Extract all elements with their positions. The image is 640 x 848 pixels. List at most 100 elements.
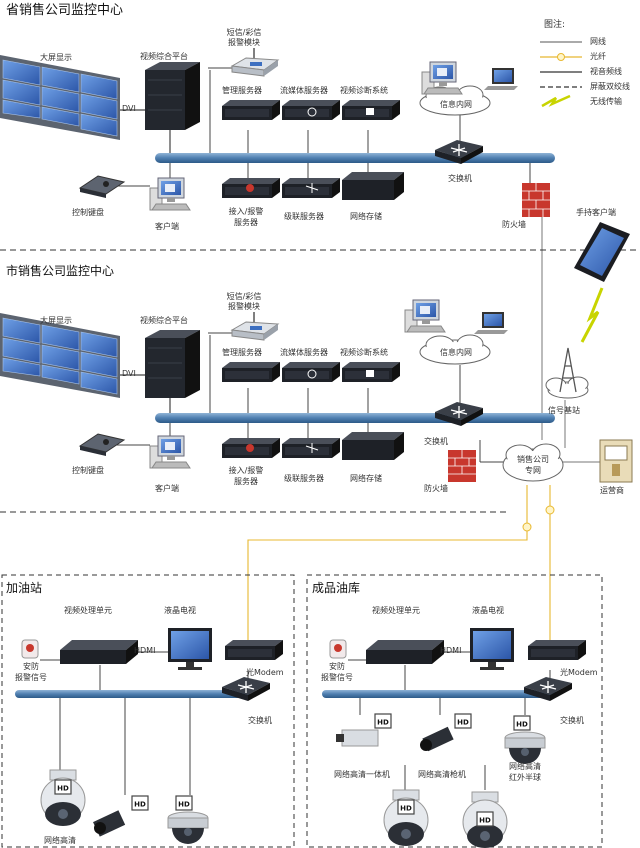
province-storage-label: 网络存储 (350, 212, 382, 221)
depot-ptz-camera-2 (462, 791, 508, 848)
province-client-label: 客户端 (155, 222, 179, 231)
legend-title: 图注: (544, 20, 566, 30)
province-mgmt-server (222, 100, 280, 120)
mobile-phone (574, 222, 630, 282)
legend-item-wireless: 无线传输 (590, 97, 622, 106)
province-stream-label: 流媒体服务器 (280, 86, 328, 95)
depot-dome-camera (504, 715, 546, 765)
city-switch-label: 交换机 (424, 437, 448, 446)
province-cascade-server (282, 178, 340, 198)
operator-label: 运营商 (600, 486, 624, 495)
oil-depot-title: 成品油库 (312, 581, 361, 595)
gas-station-title: 加油站 (6, 581, 43, 595)
depot-video-unit-label: 视频处理单元 (372, 606, 420, 615)
province-diag-label: 视频诊断系统 (340, 86, 388, 95)
city-cascade-label: 级联服务器 (284, 474, 324, 483)
gas-lcd-tv (168, 628, 212, 670)
province-stream-server (282, 100, 340, 120)
city-access-server (222, 438, 280, 458)
depot-box-camera (336, 713, 392, 747)
province-diag-server (342, 100, 400, 120)
city-info-pc (404, 299, 446, 333)
province-dvi-label: DVI (122, 104, 136, 113)
gas-modem-label: 光Modem (246, 668, 284, 677)
city-stream-server (282, 362, 340, 382)
province-firewall-label: 防火墙 (502, 220, 526, 229)
province-access-label-1: 接入/报警 (228, 207, 264, 216)
province-info-laptop (484, 68, 518, 90)
depot-box-camera-label: 网络高清一体机 (334, 770, 390, 779)
city-storage-label: 网络存储 (350, 474, 382, 483)
city-keyboard-label: 控制键盘 (72, 466, 104, 475)
province-cascade-label: 级联服务器 (284, 212, 324, 221)
legend-item-stp: 屏蔽双绞线 (590, 82, 630, 91)
province-switch-label: 交换机 (448, 174, 472, 183)
private-net-cloud (502, 443, 564, 482)
private-net-label-1: 销售公司 (517, 455, 549, 464)
private-net-label-2: 专网 (525, 466, 541, 475)
gas-gun-camera (93, 795, 149, 837)
city-access-label-1: 接入/报警 (228, 466, 264, 475)
city-video-wall (0, 313, 120, 398)
base-station-label: 信号基站 (548, 406, 580, 415)
city-diag-label: 视频诊断系统 (340, 348, 388, 357)
depot-video-unit (366, 640, 444, 664)
province-storage (342, 172, 404, 200)
province-bus (155, 153, 555, 163)
city-bus (155, 413, 555, 423)
gas-alarm-label-1: 安防 (23, 662, 39, 671)
province-title: 省销售公司监控中心 (6, 3, 124, 18)
city-mgmt-server (222, 362, 280, 382)
city-info-net (419, 334, 491, 365)
city-cascade-server (282, 438, 340, 458)
city-info-net-label: 信息内网 (440, 348, 472, 357)
city-big-screen-label: 大屏显示 (40, 316, 72, 325)
depot-modem (528, 640, 586, 660)
depot-dome-label-1: 网络高清 (509, 762, 541, 771)
city-storage (342, 432, 404, 460)
depot-lcd-tv-label: 液晶电视 (472, 606, 504, 615)
province-keyboard (78, 175, 126, 198)
province-mgmt-label: 管理服务器 (222, 86, 262, 95)
mobile-client-label: 手持客户端 (576, 208, 616, 217)
base-station-tower (545, 347, 589, 399)
city-platform-label: 视频综合平台 (140, 316, 188, 325)
gas-alarm-label-2: 报警信号 (15, 673, 47, 682)
city-sms-module (230, 312, 280, 341)
gas-dome-camera (167, 795, 209, 845)
depot-alarm-label-2: 报警信号 (321, 673, 353, 682)
city-stream-label: 流媒体服务器 (280, 348, 328, 357)
province-firewall (522, 183, 550, 217)
legend-item-fiber: 光纤 (590, 52, 606, 61)
city-diag-server (342, 362, 400, 382)
province-info-net-label: 信息内网 (440, 100, 472, 109)
city-mgmt-label: 管理服务器 (222, 348, 262, 357)
city-firewall (448, 450, 476, 482)
depot-modem-label: 光Modem (560, 668, 598, 677)
legend-item-av: 视音频线 (590, 67, 622, 76)
depot-dome-label-2: 红外半球 (509, 773, 541, 782)
legend-glyphs (540, 41, 582, 108)
city-dvi-label: DVI (122, 369, 136, 378)
depot-gun-camera (420, 713, 472, 752)
depot-switch-label: 交换机 (560, 716, 584, 725)
province-sms-label-1: 短信/彩信 (226, 28, 262, 37)
province-info-pc (421, 61, 463, 95)
gas-ptz-camera (40, 769, 86, 827)
legend-item-cable: 网线 (590, 37, 606, 46)
operator-server (599, 439, 633, 483)
gas-bus (15, 690, 250, 698)
city-sms-label-1: 短信/彩信 (226, 292, 262, 301)
gas-switch-label: 交换机 (248, 716, 272, 725)
province-platform-label: 视频综合平台 (140, 52, 188, 61)
province-access-label-2: 服务器 (234, 218, 258, 227)
province-keyboard-label: 控制键盘 (72, 208, 104, 217)
province-sms-module (230, 48, 280, 77)
city-sms-label-2: 报警模块 (228, 302, 260, 311)
depot-ptz-camera (383, 789, 429, 847)
depot-alarm (329, 639, 347, 659)
province-big-screen-label: 大屏显示 (40, 53, 72, 62)
province-sms-label-2: 报警模块 (228, 38, 260, 47)
